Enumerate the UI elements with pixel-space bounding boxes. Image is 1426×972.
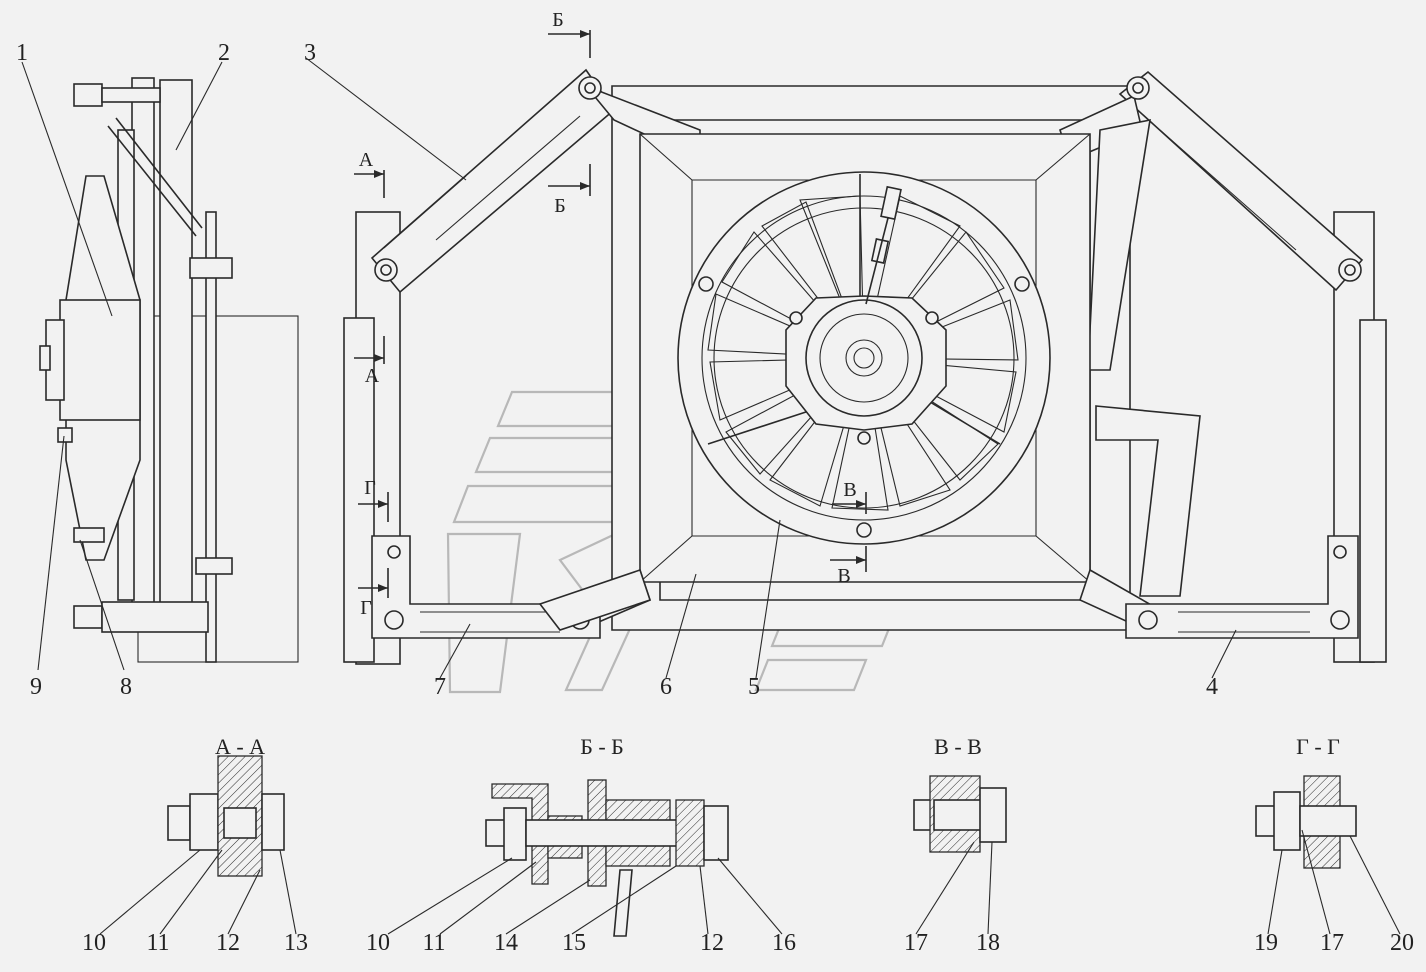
bb-label-14: 14 [494,930,518,956]
marker-a-lower: А [365,365,380,387]
aa-label-10: 10 [82,930,106,956]
bb-label-10: 10 [366,930,390,956]
label-9: 9 [30,674,42,700]
section-bb-drawing [387,779,783,937]
section-marker-letters: Б Б А А Г Г В В [359,9,857,619]
bb-label-12: 12 [700,930,724,956]
marker-v-top: В [843,479,856,501]
side-view [21,61,299,671]
marker-a-top: А [359,149,374,171]
gg-label-19: 19 [1254,930,1278,956]
title-section-gg: Г - Г [1296,734,1340,759]
detail-labels: 10 11 12 13 10 11 14 15 12 16 17 18 19 1… [82,930,1414,956]
marker-v-lower: В [837,565,850,587]
title-section-vv: В - В [934,734,982,759]
bb-label-15: 15 [562,930,586,956]
gg-label-17: 17 [1320,930,1344,956]
section-aa-drawing [99,755,297,935]
aa-label-13: 13 [284,930,308,956]
part-labels: 1 2 3 9 8 7 6 5 4 [16,40,1218,700]
bb-label-16: 16 [772,930,796,956]
section-vv-drawing [913,775,1007,935]
label-8: 8 [120,674,132,700]
front-view [305,57,1387,679]
label-3: 3 [304,40,316,66]
marker-b-top: Б [552,9,563,31]
bb-label-11: 11 [422,930,445,956]
marker-g-top: Г [364,477,376,499]
gg-label-20: 20 [1390,930,1414,956]
vv-label-18: 18 [976,930,1000,956]
title-section-aa: А - А [215,734,265,759]
section-markers [354,30,867,598]
label-5: 5 [748,674,760,700]
aa-label-11: 11 [146,930,169,956]
label-6: 6 [660,674,672,700]
title-section-bb: Б - Б [580,734,624,759]
vv-label-17: 17 [904,930,928,956]
label-1: 1 [16,40,28,66]
label-4: 4 [1206,674,1218,700]
section-titles: А - А Б - Б В - В Г - Г [215,734,1340,759]
label-7: 7 [434,674,446,700]
aa-label-12: 12 [216,930,240,956]
label-2: 2 [218,40,230,66]
section-gg-drawing [1255,775,1401,935]
marker-b-lower: Б [554,195,565,217]
marker-g-lower: Г [360,597,372,619]
